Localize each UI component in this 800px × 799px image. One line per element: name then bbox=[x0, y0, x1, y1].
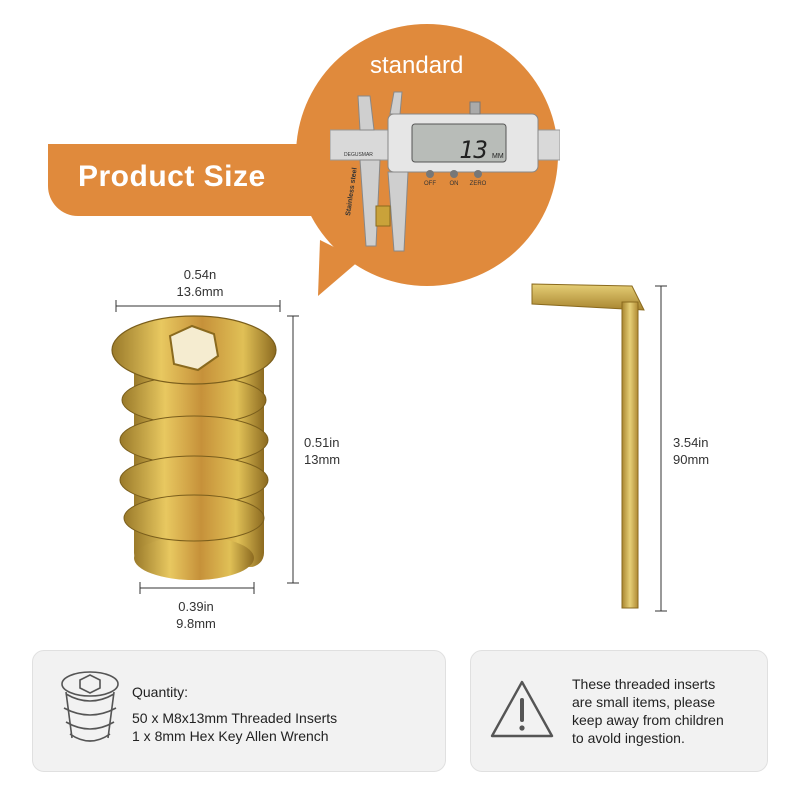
callout-tail bbox=[318, 240, 360, 296]
warning-line: to avold ingestion. bbox=[572, 730, 685, 746]
insert-outline-icon bbox=[61, 671, 119, 742]
caliper-btn-off: OFF bbox=[424, 181, 436, 187]
threaded-insert-image bbox=[111, 315, 277, 580]
bottom-width-mm: 9.8mm bbox=[176, 616, 216, 631]
caliper-display: 13 bbox=[459, 136, 488, 164]
callout-label: standard bbox=[370, 52, 464, 79]
caliper-btn-zero: ZERO bbox=[470, 181, 487, 187]
quantity-box bbox=[32, 650, 446, 772]
warning-line: keep away from children bbox=[572, 712, 724, 728]
height-in: 0.51in bbox=[304, 435, 340, 450]
wrench-length-mm: 90mm bbox=[673, 452, 710, 467]
warning-text: These threaded inserts are small items, … bbox=[572, 675, 724, 747]
top-width-mm: 13.6mm bbox=[176, 284, 224, 299]
quantity-heading: Quantity: bbox=[132, 684, 189, 700]
banner-title: Product Size bbox=[78, 160, 266, 193]
warning-line: are small items, please bbox=[572, 694, 716, 710]
quantity-line-inserts: 50 x M8x13mm Threaded Inserts bbox=[132, 710, 338, 726]
wrench-length-label: 3.54in 90mm bbox=[673, 434, 709, 468]
caliper-brand: DEGUSMAR bbox=[344, 152, 373, 158]
wrench-length-in: 3.54in bbox=[673, 435, 709, 450]
height-label: 0.51in 13mm bbox=[304, 434, 340, 468]
product-size-banner bbox=[48, 144, 378, 216]
bottom-width-in: 0.39in bbox=[178, 599, 214, 614]
quantity-line-wrench: 1 x 8mm Hex Key Allen Wrench bbox=[132, 728, 329, 744]
top-width-in: 0.54n bbox=[183, 267, 217, 282]
caliper-btn-on: ON bbox=[450, 181, 459, 187]
caliper-image: 13 MM OFF ON ZERO DEGUSMAR Stainless ste… bbox=[330, 91, 560, 252]
height-mm: 13mm bbox=[304, 452, 341, 467]
hex-key-wrench-image bbox=[531, 283, 645, 609]
caliper-unit: MM bbox=[492, 153, 504, 160]
top-width-label: 0.54n 13.6mm bbox=[150, 266, 250, 300]
bottom-width-label: 0.39in 9.8mm bbox=[146, 598, 246, 632]
warning-box bbox=[470, 650, 768, 772]
warning-icon bbox=[490, 680, 554, 738]
warning-line: These threaded inserts bbox=[572, 676, 716, 692]
